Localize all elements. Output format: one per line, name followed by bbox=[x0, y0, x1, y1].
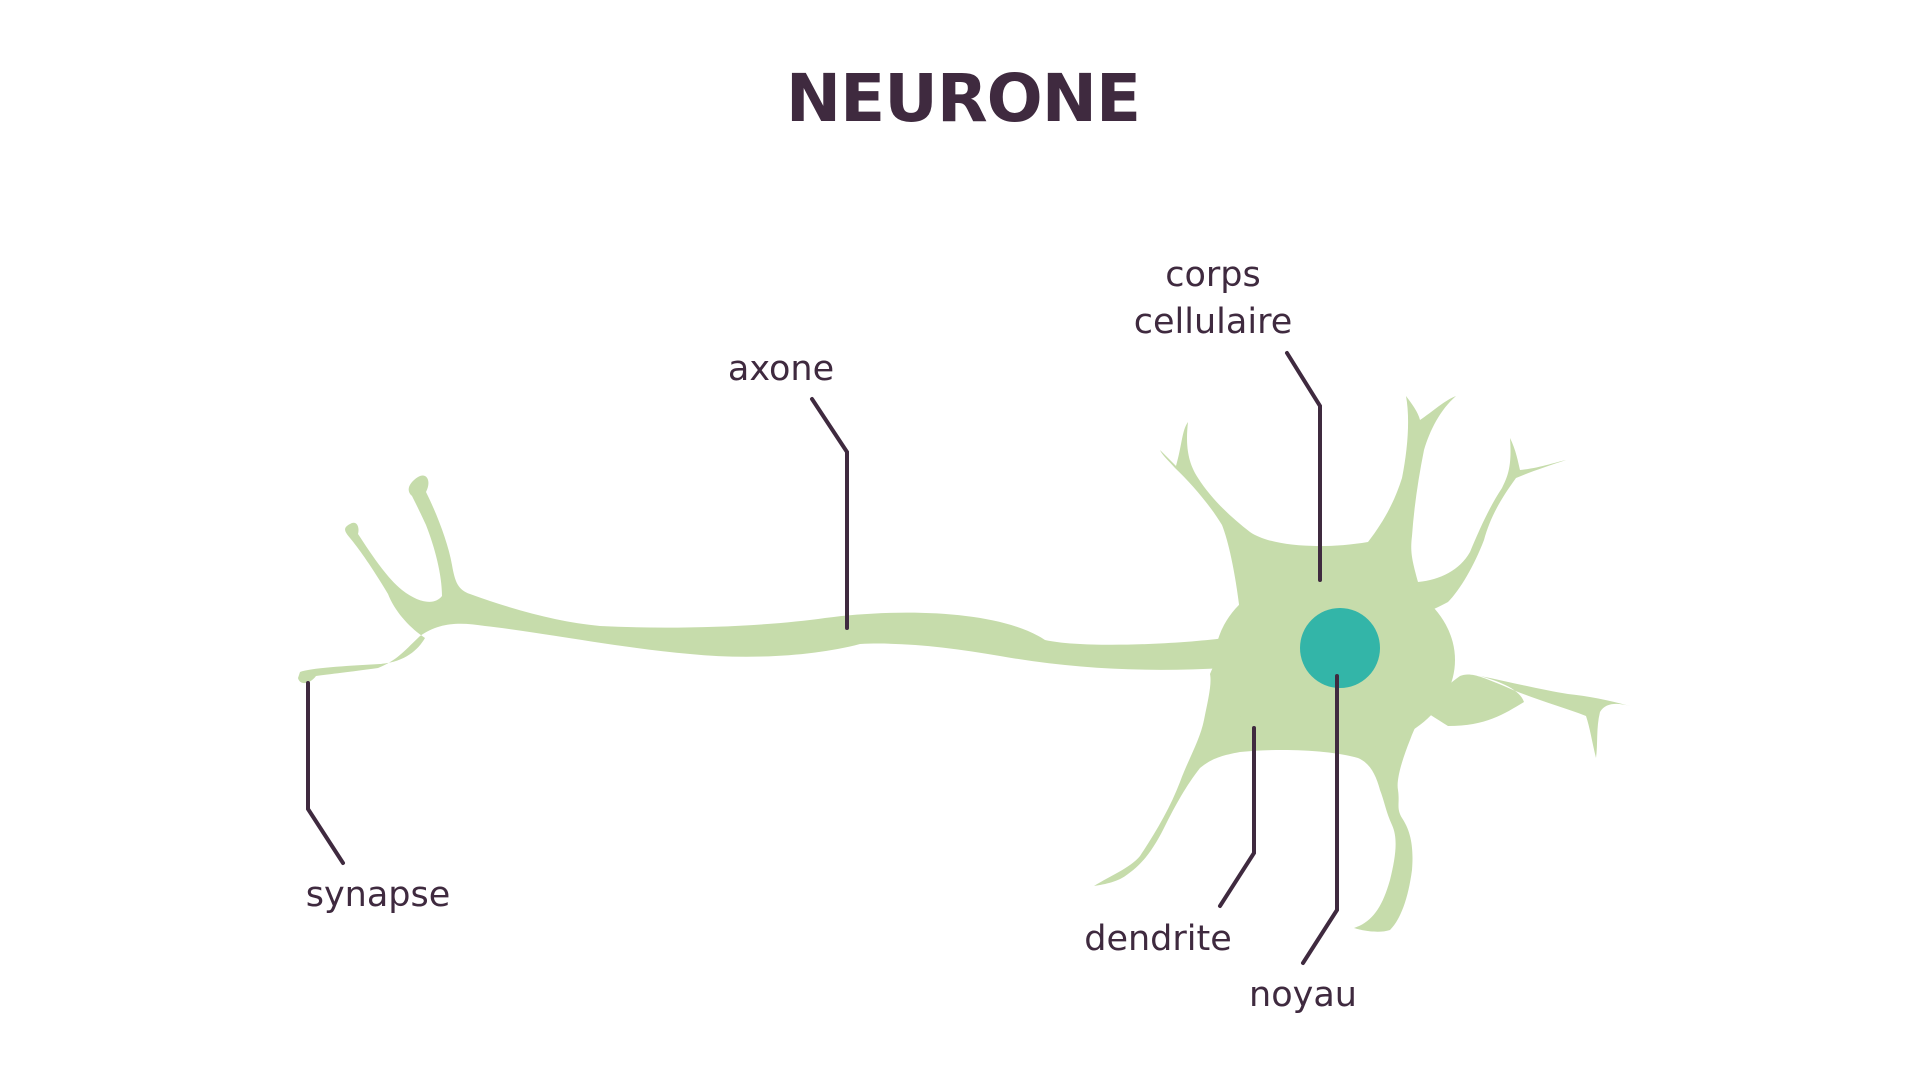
label-axon: axone bbox=[728, 349, 834, 389]
label-nucleus: noyau bbox=[1249, 975, 1357, 1015]
neuron-illustration bbox=[298, 396, 1630, 932]
label-cell-body-line2: cellulaire bbox=[1134, 302, 1292, 342]
leader-line-cell-body bbox=[1285, 351, 1322, 582]
axon-terminal bbox=[298, 475, 1226, 684]
leader-line-dendrite bbox=[1218, 726, 1256, 908]
label-synapse: synapse bbox=[306, 875, 451, 915]
leader-line-nucleus bbox=[1301, 674, 1339, 965]
leader-line-axon bbox=[810, 397, 849, 630]
leader-lines bbox=[306, 351, 1339, 965]
leader-line-synapse bbox=[306, 681, 345, 865]
diagram-title: NEURONE bbox=[786, 60, 1140, 137]
label-dendrite: dendrite bbox=[1084, 919, 1232, 959]
nucleus bbox=[1300, 608, 1380, 688]
labels: corps cellulaire axone synapse dendrite … bbox=[306, 255, 1357, 1015]
label-cell-body-line1: corps bbox=[1165, 255, 1261, 295]
